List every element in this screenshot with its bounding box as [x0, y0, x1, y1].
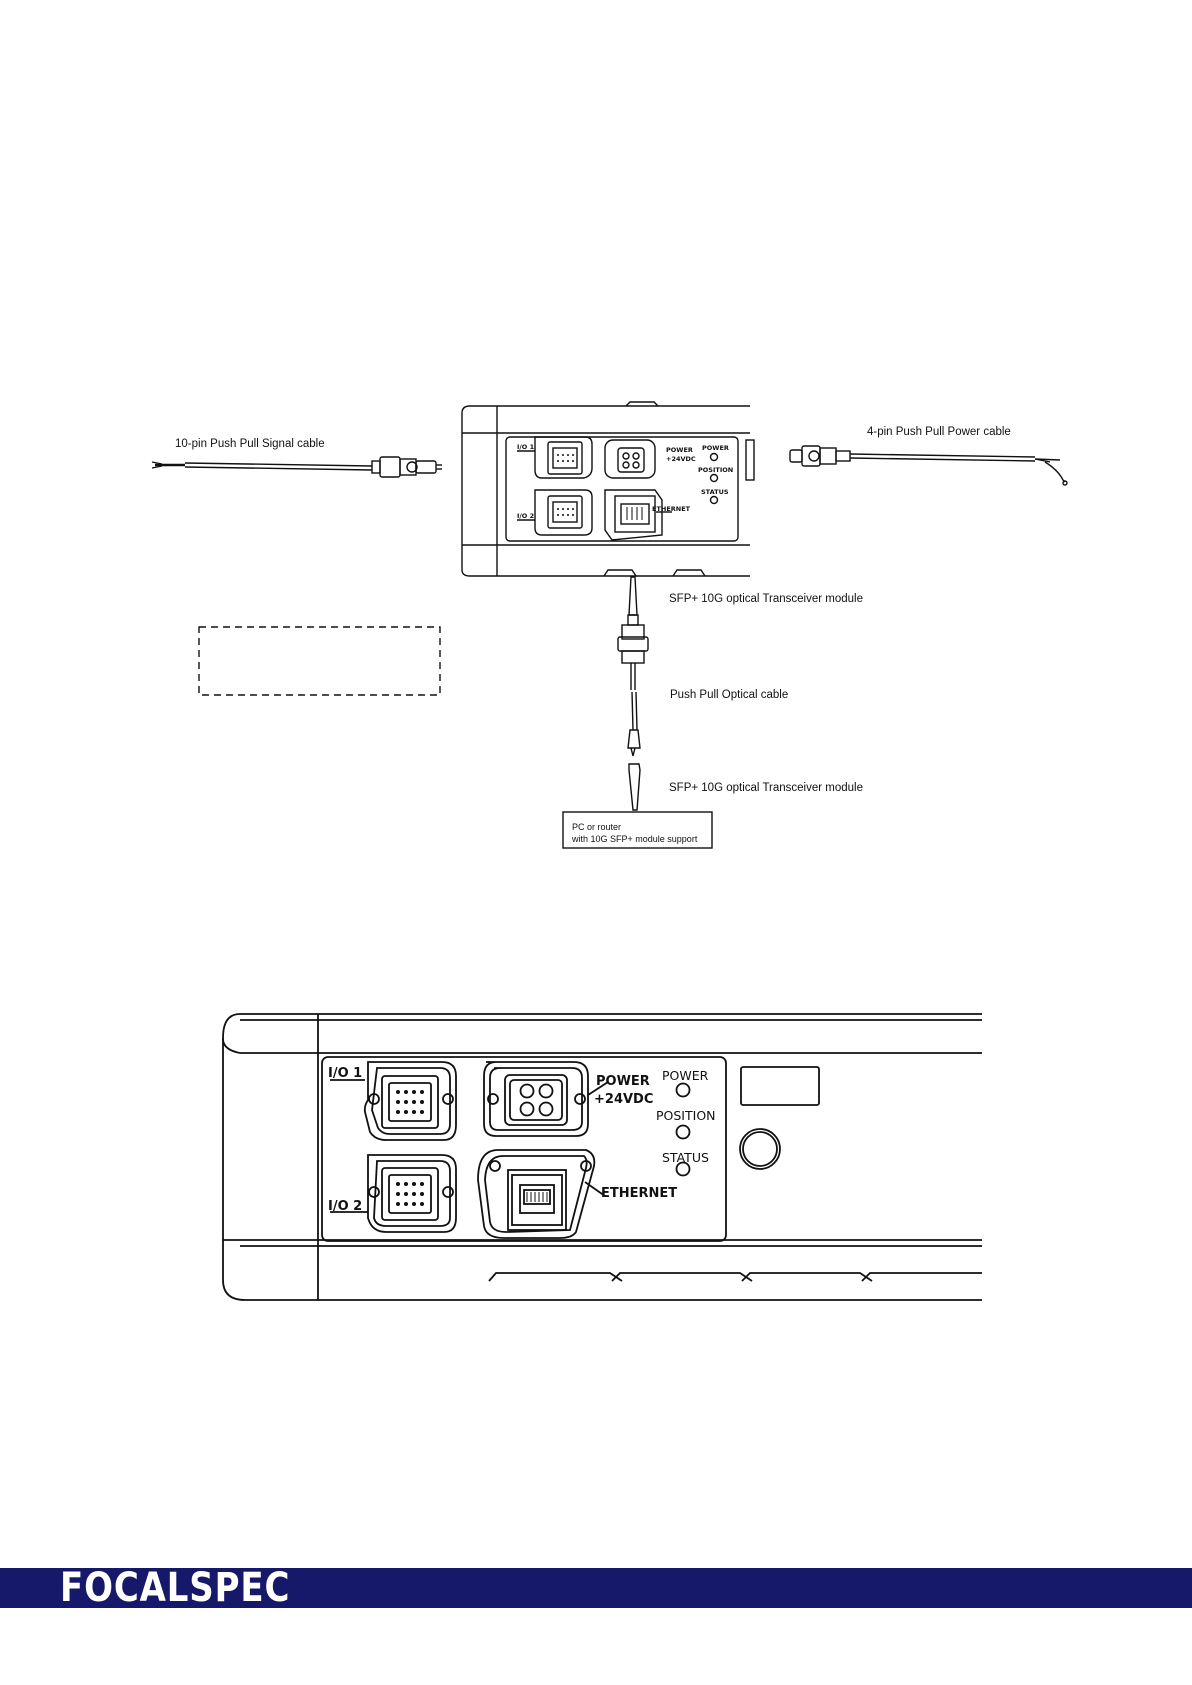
panel-drawing: [222, 1013, 982, 1301]
panel-ethernet-label: ETHERNET: [601, 1186, 677, 1201]
ethernet-contacts: [526, 507, 643, 1202]
power-cable-label: 4-pin Push Pull Power cable: [867, 426, 1011, 438]
device-overview: [461, 401, 755, 577]
panel-voltage-label: +24VDC: [594, 1092, 653, 1107]
device-led-status-label: STATUS: [701, 488, 729, 496]
footer-bar: [0, 1568, 1192, 1608]
pc-router-box: [562, 811, 713, 849]
optical-cable-label: Push Pull Optical cable: [670, 689, 788, 701]
device-io2-label: I/O 2: [517, 512, 534, 520]
signal-cable-label: 10-pin Push Pull Signal cable: [175, 438, 325, 450]
device-ethernet-label: ETHERNET: [652, 505, 691, 513]
panel-io1-label: I/O 1: [328, 1066, 362, 1081]
pin-dots: [396, 454, 574, 1206]
panel-led-position-label: POSITION: [656, 1108, 716, 1123]
device-voltage-label: +24VDC: [666, 455, 696, 463]
sfp-bottom-label: SFP+ 10G optical Transceiver module: [669, 782, 863, 794]
panel-power-port-label: POWER: [596, 1074, 650, 1089]
empty-callout-box: [198, 626, 441, 696]
device-power-port-label: POWER: [666, 446, 693, 454]
focalspec-logo: FOCALSPEC: [60, 1565, 291, 1611]
device-led-power-label: POWER: [702, 444, 729, 452]
power-cable-drawing: [789, 445, 1068, 486]
device-io1-label: I/O 1: [517, 443, 535, 451]
panel-led-power-label: POWER: [662, 1068, 709, 1083]
device-led-position-label: POSITION: [698, 466, 733, 474]
pc-router-line1: PC or router: [572, 822, 621, 832]
optical-chain-drawing: [617, 576, 649, 811]
sfp-top-label: SFP+ 10G optical Transceiver module: [669, 593, 863, 605]
panel-led-status-label: STATUS: [662, 1150, 709, 1165]
panel-io2-label: I/O 2: [328, 1199, 362, 1214]
signal-cable-drawing: [151, 456, 442, 478]
pc-router-line2: with 10G SFP+ module support: [571, 834, 698, 844]
